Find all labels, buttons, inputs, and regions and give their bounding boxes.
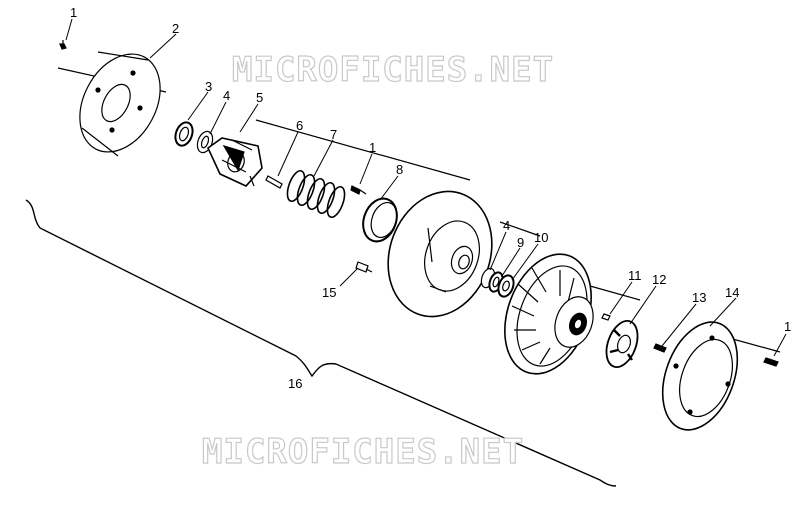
callout-5: 5 — [256, 90, 264, 105]
callout-1-top-left: 1 — [70, 5, 78, 20]
part-13-bolt — [653, 343, 667, 353]
callout-15: 15 — [322, 285, 337, 300]
part-12-plate — [605, 320, 639, 368]
callout-7: 7 — [330, 127, 338, 142]
watermark-top: MICROFICHES.NET — [231, 49, 555, 90]
part-1-bolt-top-left — [59, 40, 67, 50]
leader-lines — [65, 18, 787, 357]
part-3-bushing — [174, 121, 194, 147]
callout-4-upper: 4 — [223, 88, 231, 103]
callout-1-right: 1 — [784, 319, 792, 334]
callout-4-lower: 4 — [503, 218, 511, 233]
part-6-pin — [265, 175, 283, 189]
callout-8: 8 — [396, 162, 404, 177]
part-15-bolt — [355, 261, 373, 273]
callout-1-center: 1 — [369, 140, 377, 155]
callout-2: 2 — [172, 21, 180, 36]
part-8-sleeve — [362, 197, 398, 243]
callout-12: 12 — [652, 272, 667, 287]
callout-6: 6 — [296, 118, 304, 133]
part-2-cover-plate — [79, 51, 161, 157]
part-14-cover-ring — [661, 321, 739, 431]
part-11-pin — [601, 313, 611, 321]
callout-3: 3 — [205, 79, 213, 94]
part-5-spider — [206, 137, 263, 187]
callout-13: 13 — [692, 290, 707, 305]
fixed-sheave-with-fins — [504, 253, 594, 375]
part-10-nut — [497, 274, 515, 298]
part-1-bolt-center — [350, 185, 367, 195]
callout-10: 10 — [534, 230, 549, 245]
callout-9: 9 — [517, 235, 525, 250]
part-7-spring — [286, 169, 346, 219]
part-16-bracket — [25, 199, 617, 487]
callout-14: 14 — [725, 285, 740, 300]
callout-16: 16 — [288, 376, 303, 391]
part-1-bolt-right — [763, 357, 779, 367]
sheave-assembly — [387, 190, 493, 318]
callout-11: 11 — [628, 268, 642, 283]
watermark-bottom: MICROFICHES.NET — [201, 431, 525, 472]
